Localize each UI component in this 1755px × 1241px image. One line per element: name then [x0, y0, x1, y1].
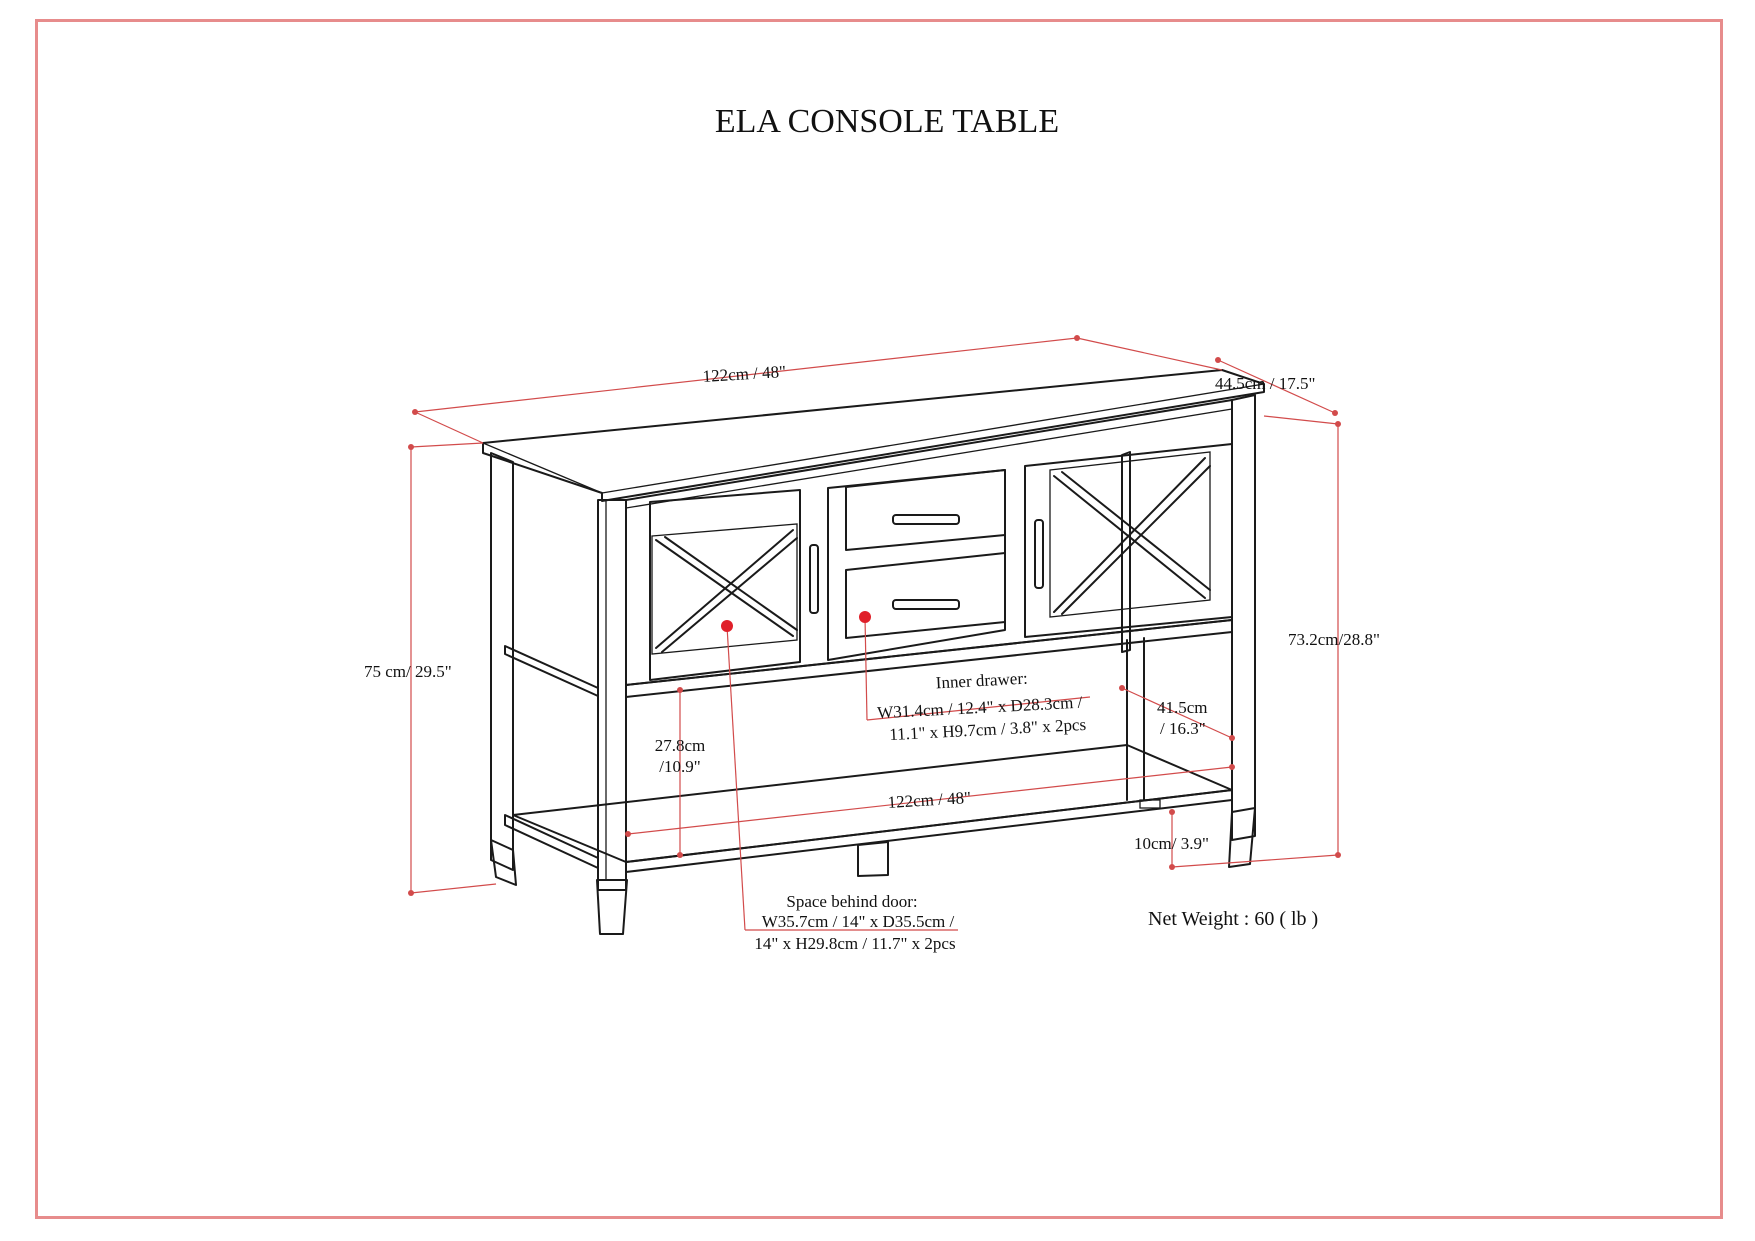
inner-drawer-heading: Inner drawer:: [935, 669, 1028, 693]
page-border: [35, 19, 1723, 1219]
dimension-lines: [408, 335, 1341, 931]
right-door-handle: [1034, 519, 1044, 589]
lower-drawer-pull: [892, 599, 960, 610]
top-width-label: 122cm / 48": [702, 362, 786, 386]
drawer-marker: [859, 611, 871, 623]
space-behind-door-heading: Space behind door:: [786, 892, 917, 911]
console-table-drawing: [482, 369, 1265, 935]
leg-height-label: 10cm/ 3.9": [1134, 834, 1209, 853]
right-height-label: 73.2cm/28.8": [1288, 630, 1380, 649]
depth-label: 44.5cm / 17.5": [1215, 374, 1315, 393]
upper-drawer-pull: [892, 514, 960, 525]
front-left-leg: [597, 499, 627, 891]
door-marker: [721, 620, 733, 632]
upper-drawer: [845, 469, 1006, 551]
right-door: [1024, 443, 1233, 638]
space-behind-door-line-1: W35.7cm / 14" x D35.5cm /: [762, 912, 955, 931]
shelf-width-label: 122cm / 48": [887, 788, 971, 812]
shelf-clearance-label-1: 27.8cm: [655, 736, 706, 755]
space-behind-door-line-2: 14" x H29.8cm / 11.7" x 2pcs: [754, 934, 955, 953]
dimension-labels: 122cm / 48" 44.5cm / 17.5" 75 cm/ 29.5" …: [364, 362, 1380, 853]
left-door-handle: [809, 544, 819, 614]
total-height-label: 75 cm/ 29.5": [364, 662, 452, 681]
lower-drawer: [845, 552, 1006, 639]
space-behind-door-note: Space behind door: W35.7cm / 14" x D35.5…: [754, 892, 955, 953]
shelf-depth-label-2: / 16.3": [1160, 719, 1206, 738]
shelf-depth-label-1: 41.5cm: [1157, 698, 1208, 717]
page-title: ELA CONSOLE TABLE: [715, 103, 1059, 140]
left-door: [649, 489, 801, 681]
net-weight-label: Net Weight : 60 ( lb ): [1148, 908, 1318, 930]
table-top: [482, 369, 1265, 502]
shelf-clearance-label-2: /10.9": [659, 757, 700, 776]
back-left-leg: [490, 452, 514, 871]
inner-drawer-note: Inner drawer: W31.4cm / 12.4" x D28.3cm …: [877, 669, 1087, 745]
back-right-leg: [1231, 394, 1256, 841]
